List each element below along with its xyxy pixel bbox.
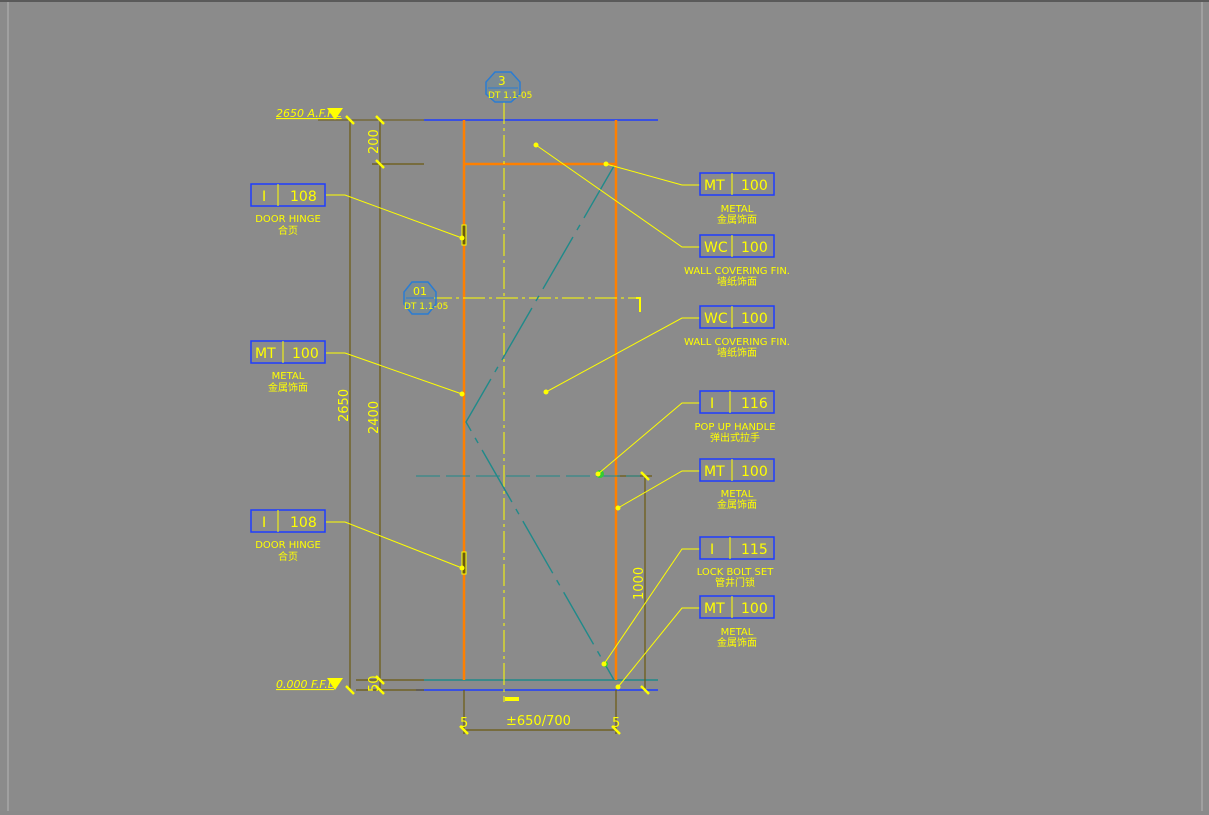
svg-text:WC: WC: [704, 240, 728, 256]
tag-wall-covering-upper[interactable]: WC 100 WALL COVERING FIN. 墙纸饰面: [684, 234, 790, 288]
svg-text:WALL COVERING FIN.: WALL COVERING FIN.: [684, 266, 790, 277]
door-swing-lines: [465, 165, 615, 681]
svg-text:合页: 合页: [278, 224, 298, 237]
tag-metal-head[interactable]: MT 100 METAL 金属饰面: [699, 172, 775, 226]
dimension-ticks: [345, 115, 650, 735]
svg-text:墙纸饰面: 墙纸饰面: [717, 275, 757, 288]
svg-text:I: I: [710, 542, 714, 558]
svg-text:DT 1.1-05: DT 1.1-05: [404, 302, 448, 312]
svg-text:01: 01: [413, 285, 427, 298]
svg-text:METAL: METAL: [721, 627, 754, 638]
svg-text:METAL: METAL: [272, 371, 305, 382]
svg-text:金属饰面: 金属饰面: [717, 498, 757, 511]
svg-text:100: 100: [741, 178, 768, 194]
dim-width: ±650/700: [506, 714, 571, 729]
dimension-lines: [349, 120, 652, 734]
level-top-label: 2650 A.F.F.L: [276, 107, 342, 120]
dim-handle-height: 1000: [632, 567, 647, 600]
svg-text:3: 3: [498, 74, 506, 88]
svg-text:100: 100: [741, 601, 768, 617]
svg-text:WALL COVERING FIN.: WALL COVERING FIN.: [684, 337, 790, 348]
svg-text:合页: 合页: [278, 550, 298, 563]
leader-arrows: [459, 142, 621, 690]
hinge-top: [461, 224, 467, 246]
svg-text:100: 100: [741, 311, 768, 327]
svg-text:METAL: METAL: [721, 489, 754, 500]
svg-text:金属饰面: 金属饰面: [268, 381, 308, 394]
svg-text:MT: MT: [255, 346, 276, 362]
tag-door-hinge-top[interactable]: I 108 DOOR HINGE 合页: [250, 183, 326, 237]
svg-text:METAL: METAL: [721, 204, 754, 215]
svg-text:108: 108: [290, 515, 317, 531]
section-marker-3: 3 DT 1.1-05: [485, 71, 532, 103]
svg-text:DOOR HINGE: DOOR HINGE: [255, 540, 321, 551]
tag-lock-bolt-set[interactable]: I 115 LOCK BOLT SET 管井门锁: [697, 536, 775, 589]
dim-door-height: 2400: [367, 401, 382, 434]
tag-wall-covering-panel[interactable]: WC 100 WALL COVERING FIN. 墙纸饰面: [684, 305, 790, 359]
svg-text:I: I: [262, 189, 266, 205]
centerline-end-mark: [505, 697, 519, 701]
tag-pop-up-handle[interactable]: I 116 POP UP HANDLE 弹出式拉手: [694, 390, 776, 444]
svg-text:115: 115: [741, 542, 768, 558]
dim-overall-height: 2650: [337, 389, 352, 422]
svg-text:MT: MT: [704, 178, 725, 194]
svg-text:DOOR HINGE: DOOR HINGE: [255, 214, 321, 225]
section-marker-01: 01 DT 1.1-05: [403, 281, 448, 315]
svg-text:LOCK BOLT SET: LOCK BOLT SET: [697, 567, 775, 578]
svg-text:墙纸饰面: 墙纸饰面: [717, 346, 757, 359]
svg-text:金属饰面: 金属饰面: [717, 213, 757, 226]
tag-metal-jamb[interactable]: MT 100 METAL 金属饰面: [699, 458, 775, 511]
level-marker-bottom: 0.000 F.F.L: [276, 678, 343, 691]
tag-metal-left[interactable]: MT 100 METAL 金属饰面: [250, 340, 326, 394]
door-frame: [462, 120, 618, 680]
level-bottom-label: 0.000 F.F.L: [276, 678, 334, 691]
svg-text:WC: WC: [704, 311, 728, 327]
dim-top-gap: 200: [367, 129, 382, 154]
svg-text:管井门锁: 管井门锁: [715, 576, 755, 589]
leader-lines: [326, 144, 700, 688]
level-marker-top: 2650 A.F.F.L: [276, 107, 424, 121]
hinge-bottom: [461, 551, 467, 575]
svg-text:金属饰面: 金属饰面: [717, 636, 757, 649]
svg-text:100: 100: [292, 346, 319, 362]
svg-text:MT: MT: [704, 464, 725, 480]
svg-text:MT: MT: [704, 601, 725, 617]
svg-text:116: 116: [741, 396, 768, 412]
svg-text:I: I: [262, 515, 266, 531]
dim-bottom-gap: 50: [367, 675, 382, 692]
svg-text:108: 108: [290, 189, 317, 205]
tag-metal-threshold[interactable]: MT 100 METAL 金属饰面: [699, 595, 775, 649]
dim-right-jamb: 5: [612, 716, 620, 731]
tag-door-hinge-bottom[interactable]: I 108 DOOR HINGE 合页: [250, 509, 326, 563]
svg-text:100: 100: [741, 240, 768, 256]
svg-text:DT 1.1-05: DT 1.1-05: [488, 91, 532, 101]
svg-text:I: I: [710, 396, 714, 412]
dim-left-jamb: 5: [460, 716, 468, 731]
svg-text:弹出式拉手: 弹出式拉手: [710, 431, 760, 444]
svg-text:POP UP HANDLE: POP UP HANDLE: [694, 422, 775, 433]
svg-text:100: 100: [741, 464, 768, 480]
